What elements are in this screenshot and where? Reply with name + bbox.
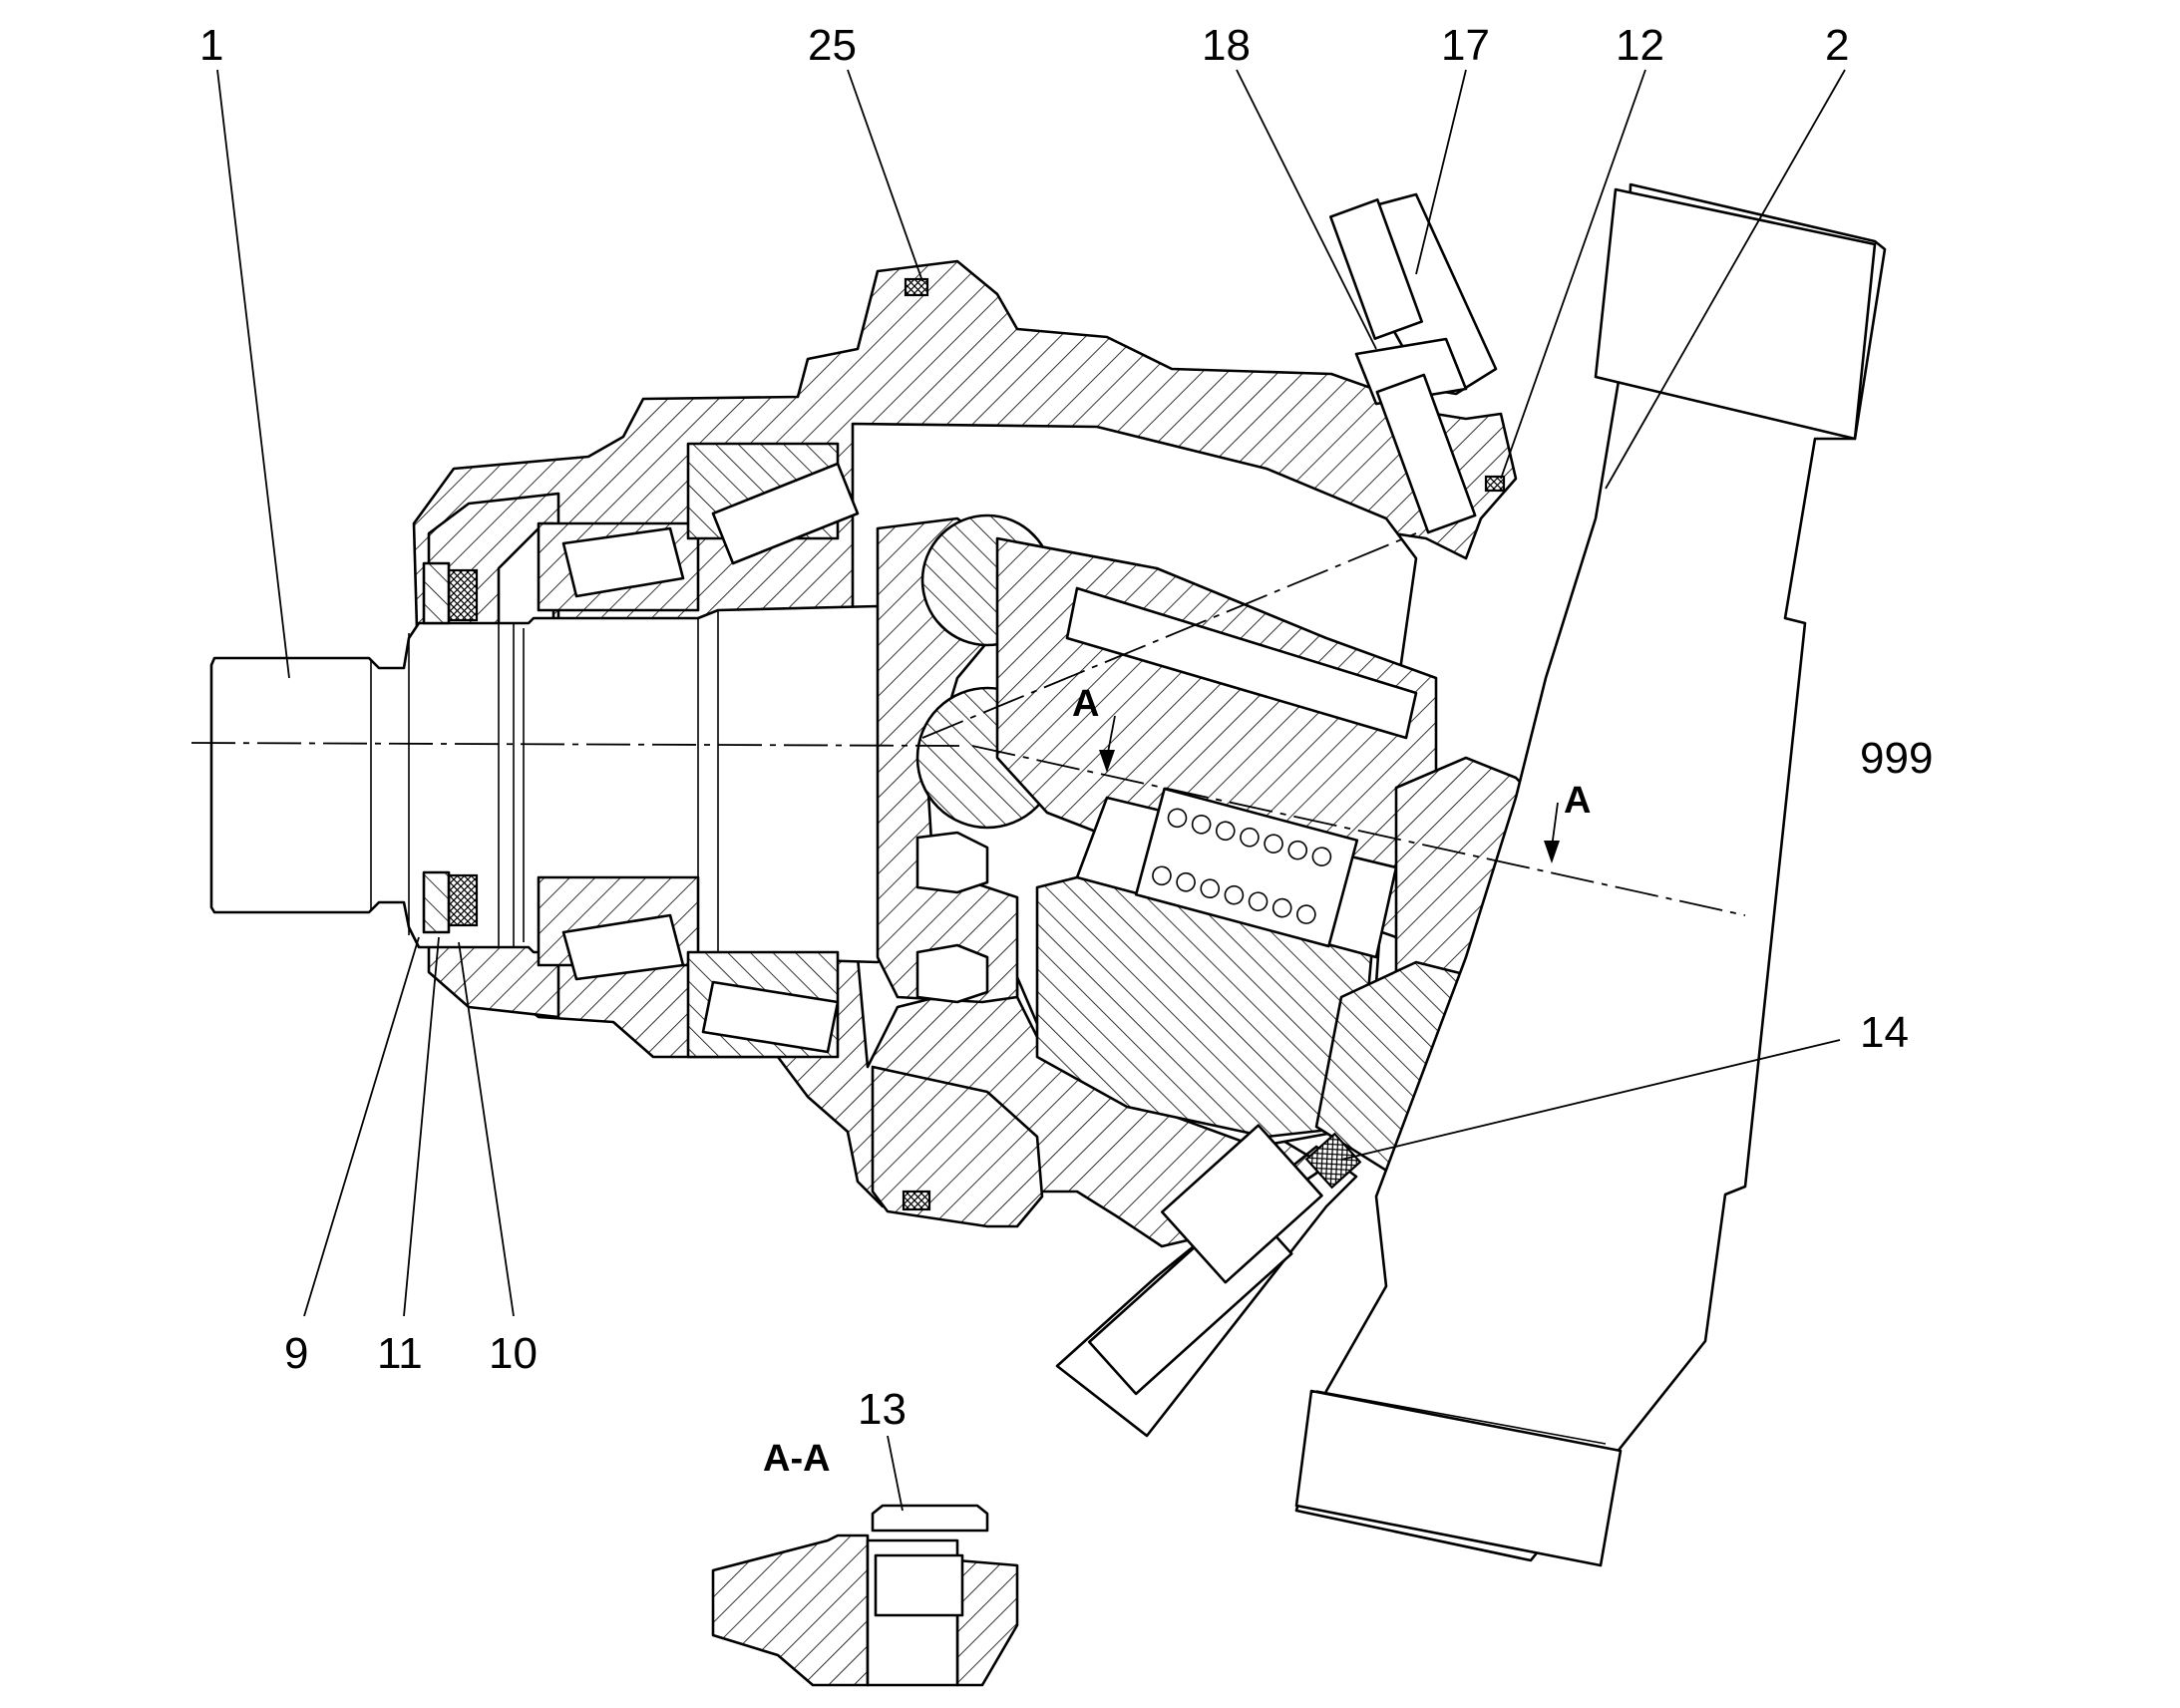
callout-17: 17: [1441, 21, 1490, 70]
callout-12: 12: [1616, 21, 1664, 70]
cylinder-block: [995, 536, 1438, 1139]
tapered-roller-bearing-upper: [537, 442, 860, 612]
callout-14: 14: [1860, 1008, 1909, 1057]
shaft-axis: [190, 742, 968, 747]
callout-labels: 1 25 18 17 12 2 999 14 9 11 10 13 A-A: [199, 21, 1933, 1480]
o-ring-top: [904, 277, 929, 297]
upper-axis: [921, 532, 1417, 739]
section-arrow-right: A: [1544, 780, 1591, 863]
shaft-seal-bottom: [447, 873, 479, 927]
o-ring-bottom: [902, 1190, 931, 1211]
callout-999: 999: [1860, 734, 1933, 783]
bottom-bolt-assembly: [1055, 1124, 1362, 1438]
top-bolt-assembly: [1328, 192, 1498, 534]
leader-lines: [216, 69, 1846, 1512]
callout-25: 25: [808, 21, 857, 70]
tapered-roller-bearing-lower: [537, 875, 840, 1059]
callout-11: 11: [377, 1329, 423, 1378]
cylinder-axis: [971, 745, 1746, 916]
section-arrow-left: A: [1072, 683, 1116, 773]
svg-text:A: A: [1564, 780, 1591, 822]
callout-13: 13: [858, 1385, 907, 1434]
callout-18: 18: [1202, 21, 1251, 70]
o-ring-12: [1484, 475, 1506, 493]
callout-10: 10: [489, 1329, 538, 1378]
shaft-seal-top: [447, 568, 479, 622]
svg-text:A: A: [1072, 683, 1099, 725]
port-cover: [1294, 182, 1887, 1567]
section-a-a-title: A-A: [763, 1438, 831, 1480]
callout-1: 1: [199, 21, 223, 70]
section-a-a-view: [711, 1504, 1019, 1687]
callout-2: 2: [1825, 21, 1849, 70]
callout-9: 9: [284, 1329, 308, 1378]
